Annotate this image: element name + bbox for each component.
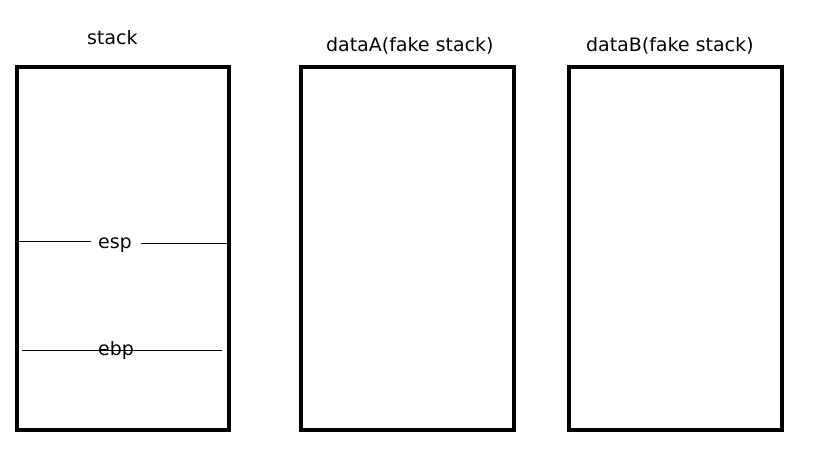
ebp-line <box>22 350 222 351</box>
stack-box <box>15 65 231 432</box>
esp-line-right <box>141 243 227 244</box>
dataB-title: dataB(fake stack) <box>586 34 754 56</box>
dataA-title: dataA(fake stack) <box>326 34 494 56</box>
ebp-label: ebp <box>98 338 134 360</box>
dataB-box <box>567 65 784 432</box>
esp-label: esp <box>98 231 132 253</box>
dataA-box <box>299 65 516 432</box>
stack-title: stack <box>87 27 138 49</box>
esp-line-left <box>19 241 91 242</box>
